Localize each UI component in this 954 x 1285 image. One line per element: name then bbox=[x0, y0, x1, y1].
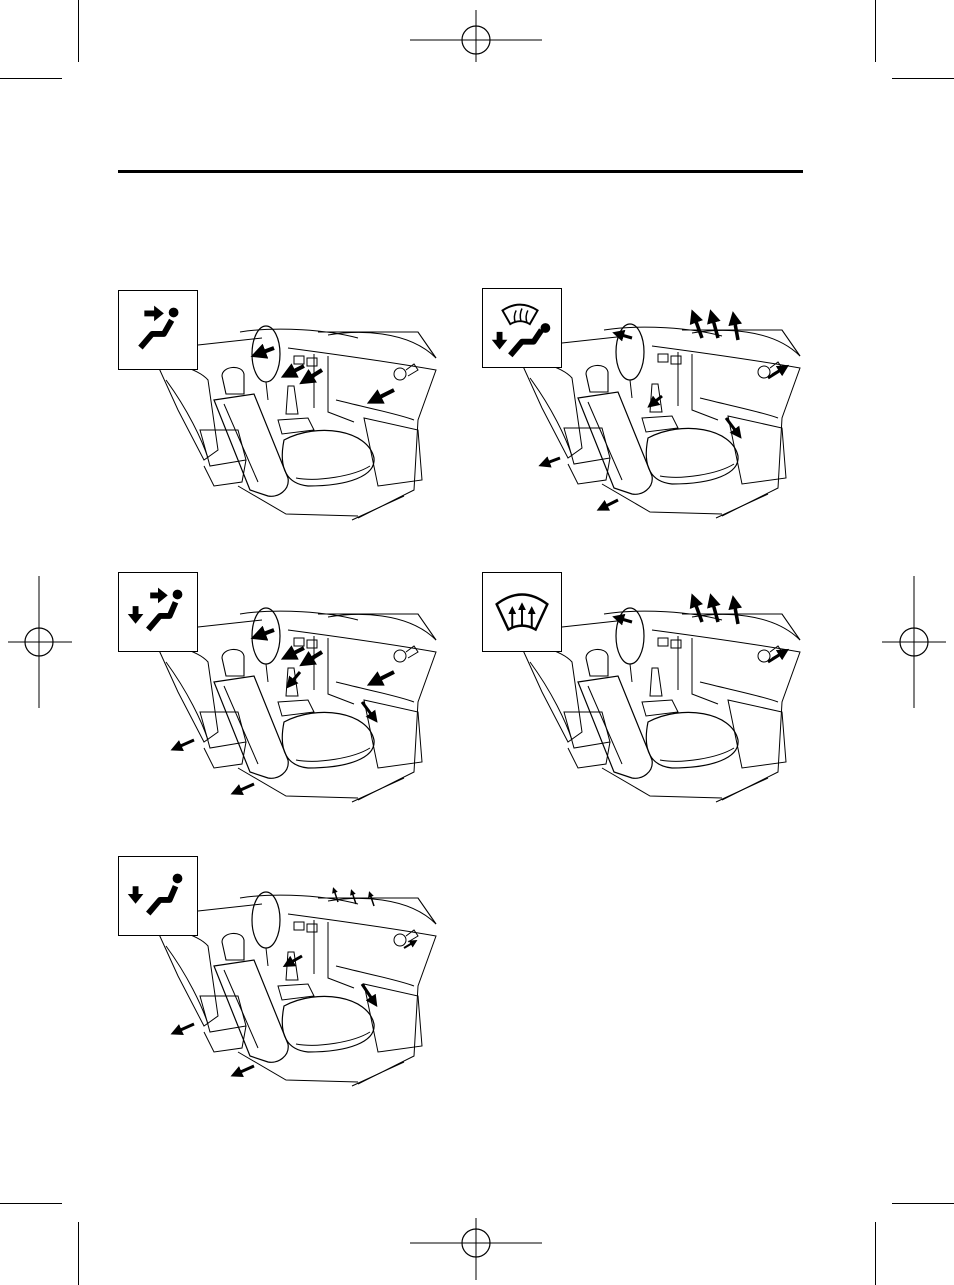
airflow-arrow bbox=[734, 318, 738, 340]
registration-mark-top bbox=[410, 10, 542, 62]
airflow-arrow bbox=[370, 894, 374, 906]
airflow-arrow bbox=[602, 500, 618, 508]
defrost-floor-mode-icon[interactable] bbox=[482, 288, 562, 368]
header-rule bbox=[118, 170, 803, 173]
crop-mark-top-right-v bbox=[875, 0, 876, 62]
airflow-arrow bbox=[374, 390, 394, 400]
airflow-arrow bbox=[288, 648, 304, 656]
crop-mark-bottom-right-v bbox=[875, 1222, 876, 1285]
registration-mark-right bbox=[882, 576, 946, 708]
airflow-arrow bbox=[258, 348, 274, 354]
panel-bi-level-mode bbox=[118, 572, 458, 822]
panel-floor-mode bbox=[118, 856, 458, 1106]
crop-mark-top-left-h bbox=[0, 78, 62, 79]
airflow-arrow bbox=[374, 672, 394, 682]
airflow-arrow bbox=[236, 784, 254, 792]
airflow-arrow bbox=[618, 334, 632, 338]
airflow-arrow bbox=[734, 602, 738, 624]
crop-mark-bottom-right-h bbox=[892, 1203, 954, 1204]
floor-mode-icon[interactable] bbox=[118, 856, 198, 936]
vent-mode-icon[interactable] bbox=[118, 290, 198, 370]
airflow-arrow bbox=[362, 702, 374, 718]
crop-mark-bottom-left-v bbox=[78, 1222, 79, 1285]
airflow-arrow bbox=[362, 984, 374, 1002]
registration-mark-bottom bbox=[410, 1218, 542, 1280]
airflow-arrow bbox=[694, 316, 702, 338]
airflow-arrow bbox=[288, 366, 304, 374]
bi-level-mode-icon[interactable] bbox=[118, 572, 198, 652]
panel-defrost-floor-mode bbox=[482, 288, 822, 538]
panel-defrost-mode bbox=[482, 572, 822, 822]
airflow-arrow bbox=[176, 740, 194, 748]
panel-vent-mode bbox=[118, 290, 458, 540]
airflow-arrow bbox=[726, 418, 738, 434]
airflow-arrow bbox=[618, 618, 632, 622]
airflow-arrow bbox=[544, 458, 560, 464]
registration-mark-left bbox=[8, 576, 72, 708]
airflow-arrow bbox=[258, 630, 274, 636]
crop-mark-top-left-v bbox=[78, 0, 79, 62]
airflow-arrow bbox=[176, 1024, 194, 1032]
airflow-arrow bbox=[694, 600, 702, 622]
crop-mark-top-right-h bbox=[892, 78, 954, 79]
airflow-arrow bbox=[236, 1066, 254, 1074]
crop-mark-bottom-left-h bbox=[0, 1203, 62, 1204]
defrost-mode-icon[interactable] bbox=[482, 572, 562, 652]
